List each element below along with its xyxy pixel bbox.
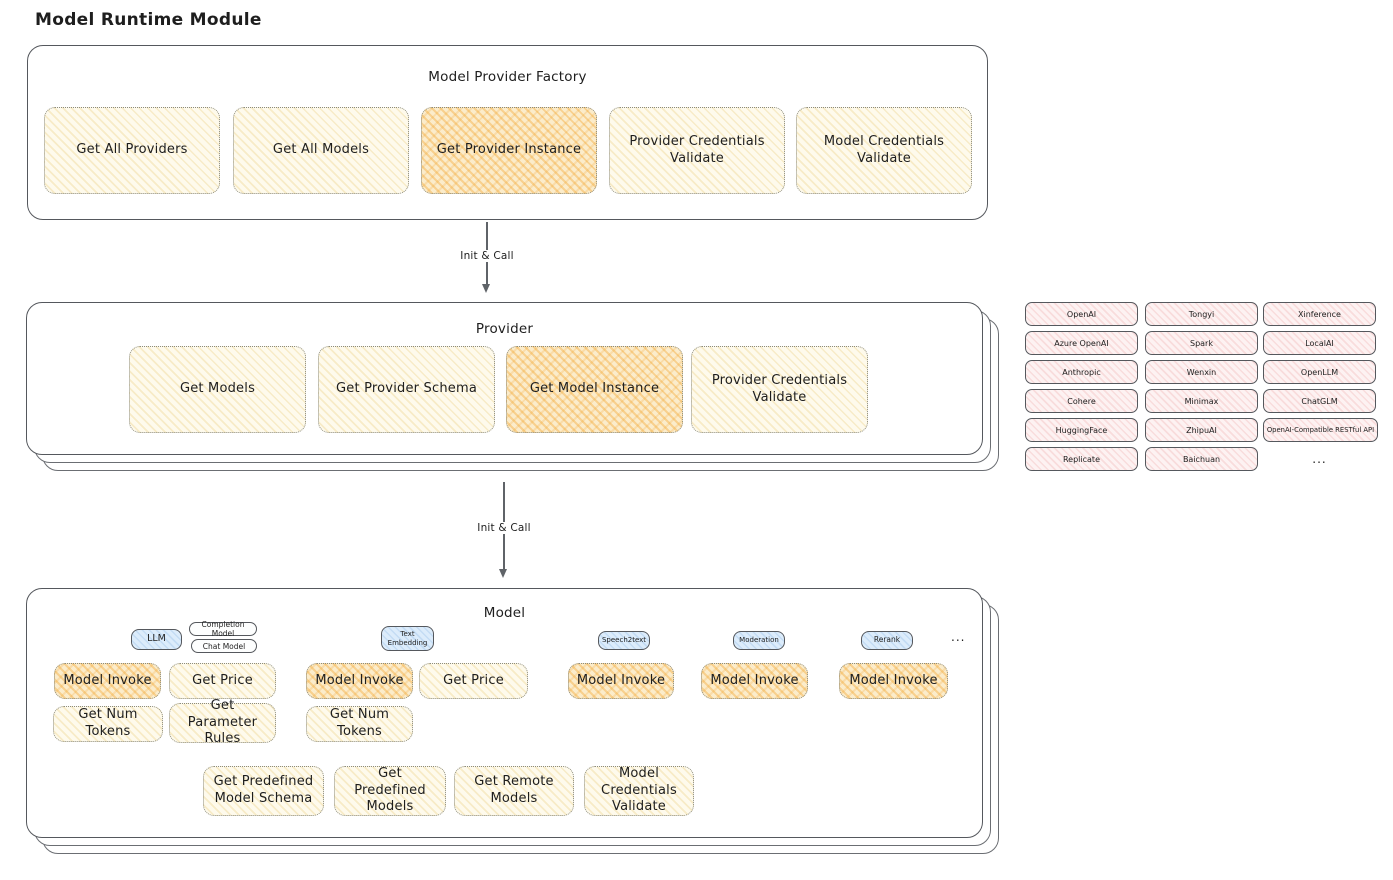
text-embedding-model-invoke-button[interactable]: Model Invoke — [306, 663, 413, 699]
provider-chip-chatglm[interactable]: ChatGLM — [1263, 389, 1376, 413]
provider-chip-openai-compatible[interactable]: OpenAI-Compatible RESTful API — [1263, 418, 1378, 442]
provider-chip-minimax[interactable]: Minimax — [1145, 389, 1258, 413]
arrow-head-icon — [499, 569, 507, 578]
llm-get-num-tokens-button[interactable]: Get Num Tokens — [53, 706, 163, 742]
provider-button-provider-credentials-validate[interactable]: Provider Credentials Validate — [691, 346, 868, 433]
tab-llm[interactable]: LLM — [131, 629, 182, 650]
rerank-model-invoke-button[interactable]: Model Invoke — [839, 663, 948, 699]
model-title: Model — [483, 605, 526, 621]
provider-chip-spark[interactable]: Spark — [1145, 331, 1258, 355]
tab-completion-model[interactable]: Completion Model — [189, 620, 257, 638]
factory-button-get-provider-instance[interactable]: Get Provider Instance — [421, 107, 597, 194]
provider-box: Provider Get Models Get Provider Schema … — [26, 302, 983, 455]
text-embedding-get-price-button[interactable]: Get Price — [419, 663, 528, 699]
model-box: Model LLM Completion Model Chat Model Te… — [26, 588, 983, 838]
model-credentials-validate-button[interactable]: Model Credentials Validate — [584, 766, 694, 816]
provider-chip-baichuan[interactable]: Baichuan — [1145, 447, 1258, 471]
provider-chip-localai[interactable]: LocalAI — [1263, 331, 1376, 355]
model-tabs-more: ... — [951, 630, 966, 644]
tab-text-embedding[interactable]: Text Embedding — [381, 626, 434, 651]
provider-chip-wenxin[interactable]: Wenxin — [1145, 360, 1258, 384]
factory-button-get-all-models[interactable]: Get All Models — [233, 107, 409, 194]
provider-chip-cohere[interactable]: Cohere — [1025, 389, 1138, 413]
provider-chip-tongyi[interactable]: Tongyi — [1145, 302, 1258, 326]
provider-chip-huggingface[interactable]: HuggingFace — [1025, 418, 1138, 442]
get-predefined-models-button[interactable]: Get Predefined Models — [334, 766, 446, 816]
tab-rerank[interactable]: Rerank — [861, 631, 913, 650]
moderation-model-invoke-button[interactable]: Model Invoke — [701, 663, 808, 699]
factory-box: Model Provider Factory Get All Providers… — [27, 45, 988, 220]
text-embedding-get-num-tokens-button[interactable]: Get Num Tokens — [306, 706, 413, 742]
provider-title: Provider — [475, 321, 534, 337]
llm-model-invoke-button[interactable]: Model Invoke — [54, 663, 161, 699]
provider-button-get-provider-schema[interactable]: Get Provider Schema — [318, 346, 495, 433]
provider-chip-azure-openai[interactable]: Azure OpenAI — [1025, 331, 1138, 355]
factory-button-model-credentials-validate[interactable]: Model Credentials Validate — [796, 107, 972, 194]
provider-chip-openllm[interactable]: OpenLLM — [1263, 360, 1376, 384]
init-call-label-1: Init & Call — [456, 250, 518, 262]
page-title: Model Runtime Module — [35, 10, 262, 30]
factory-title: Model Provider Factory — [428, 69, 587, 85]
provider-chip-zhipuai[interactable]: ZhipuAI — [1145, 418, 1258, 442]
init-call-label-2: Init & Call — [473, 522, 535, 534]
speech2text-model-invoke-button[interactable]: Model Invoke — [568, 663, 674, 699]
factory-button-get-all-providers[interactable]: Get All Providers — [44, 107, 220, 194]
tab-chat-model[interactable]: Chat Model — [191, 639, 257, 653]
get-predefined-model-schema-button[interactable]: Get Predefined Model Schema — [203, 766, 324, 816]
get-remote-models-button[interactable]: Get Remote Models — [454, 766, 574, 816]
llm-get-price-button[interactable]: Get Price — [169, 663, 276, 699]
provider-chip-replicate[interactable]: Replicate — [1025, 447, 1138, 471]
arrow-head-icon — [482, 284, 490, 293]
provider-chip-anthropic[interactable]: Anthropic — [1025, 360, 1138, 384]
provider-chip-xinference[interactable]: Xinference — [1263, 302, 1376, 326]
factory-button-provider-credentials-validate[interactable]: Provider Credentials Validate — [609, 107, 785, 194]
provider-button-get-models[interactable]: Get Models — [129, 346, 306, 433]
provider-button-get-model-instance[interactable]: Get Model Instance — [506, 346, 683, 433]
tab-speech2text[interactable]: Speech2text — [598, 631, 650, 650]
provider-list-more: ... — [1312, 452, 1327, 466]
tab-moderation[interactable]: Moderation — [733, 631, 785, 650]
provider-chip-openai[interactable]: OpenAI — [1025, 302, 1138, 326]
llm-get-parameter-rules-button[interactable]: Get Parameter Rules — [169, 698, 276, 746]
